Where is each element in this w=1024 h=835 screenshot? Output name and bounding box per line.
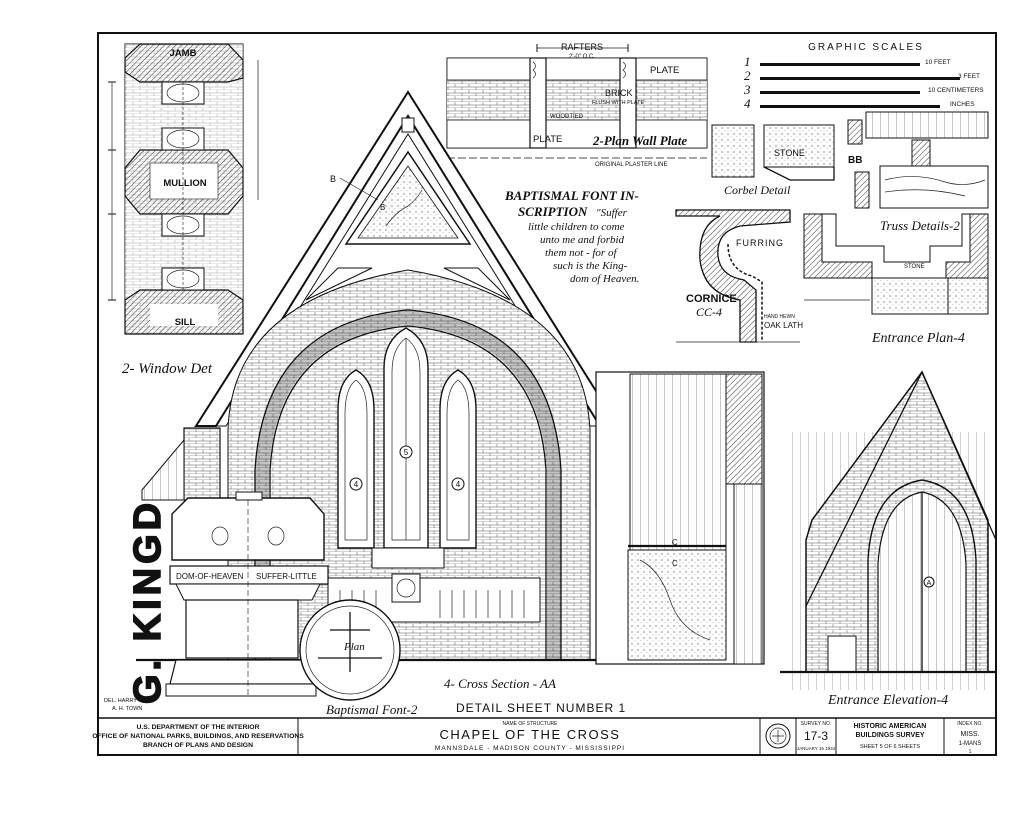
window-5-tag: 5 <box>404 448 409 457</box>
oak-lath-label: OAK LATH <box>764 321 803 330</box>
brick-note: FLUSH WITH PLATE <box>592 100 644 106</box>
rafters-label: RAFTERS <box>561 42 603 52</box>
truss-details-title: Truss Details-2 <box>880 218 960 233</box>
font-band-left: DOM-OF-HEAVEN <box>176 572 244 581</box>
survey-no-label: SURVEY NO. <box>801 721 832 727</box>
entrance-plan: STONE Entrance Plan-4 <box>803 213 989 346</box>
agency-line-3: BRANCH OF PLANS AND DESIGN <box>143 742 253 749</box>
inscription-line-2: little children to come <box>528 221 625 233</box>
plan-wall-plate: RAFTERS 2'-0" O.C. PLATE BRICK FLUSH WIT… <box>446 42 708 168</box>
rafters-spacing: 2'-0" O.C. <box>569 54 595 60</box>
index-line-3: 1 <box>969 749 972 755</box>
index-line-2: 1-MANS <box>959 741 982 747</box>
hand-hewn-label: HAND HEWN <box>764 314 795 320</box>
cornice-detail: FURRING CORNICE CC-4 HAND HEWN OAK LATH <box>675 209 803 343</box>
furring-label: FURRING <box>736 238 784 248</box>
corbel-detail-title: Corbel Detail <box>724 183 791 197</box>
font-inscription: BAPTISMAL FONT IN- SCRIPTION "Suffer lit… <box>504 188 639 285</box>
cornice-label: CORNICE <box>686 293 737 305</box>
inscription-title-1: BAPTISMAL FONT IN- <box>504 188 639 203</box>
chapel-cross-section: 4 5 4 B B <box>136 90 660 662</box>
index-line-1: MISS. <box>960 731 979 738</box>
inscription-line-6: dom of Heaven. <box>570 273 639 285</box>
scale-2-number: 2 <box>744 68 751 83</box>
baptismal-font-title: Baptismal Font-2 <box>326 702 418 717</box>
stone-small-label: STONE <box>904 264 925 270</box>
cross-section-title: 4- Cross Section - AA <box>444 676 556 691</box>
scale-3-number: 3 <box>743 82 751 97</box>
wood-tied-label: WOODTIED <box>550 114 584 120</box>
entrance-plan-title: Entrance Plan-4 <box>871 331 965 346</box>
sill-label: SILL <box>175 317 196 328</box>
window-4b-tag: 4 <box>456 480 461 489</box>
scale-10-feet: 10 FEET <box>925 59 951 66</box>
entrance-elevation: A Entrance Elevation-4 <box>780 370 997 708</box>
index-no-label: INDEX NO. <box>957 721 983 727</box>
scale-4-number: 4 <box>744 96 751 111</box>
inscription-title-2: SCRIPTION <box>518 204 588 219</box>
window-detail-title: 2- Window Det <box>122 361 213 377</box>
jamb-label: JAMB <box>170 48 197 59</box>
window-4a-tag: 4 <box>354 480 359 489</box>
inscription-line-1: "Suffer <box>596 207 628 219</box>
plate-bottom-label: PLATE <box>533 134 562 145</box>
sheet-info: SHEET 5 OF 6 SHEETS <box>860 744 920 750</box>
graphic-scales-title: GRAPHIC SCALES <box>808 42 924 53</box>
baptismal-font: DOM-OF-HEAVEN SUFFER-LITTLE Plan <box>165 491 401 701</box>
vertical-kingd-text: G. KINGD <box>127 499 169 704</box>
graphic-scales: GRAPHIC SCALES 1 2 3 4 10 FEET 3 FEET 10… <box>743 42 984 111</box>
inscription-line-3: unto me and forbid <box>540 234 625 246</box>
entrance-elevation-title: Entrance Elevation-4 <box>827 693 948 708</box>
scale-1-number: 1 <box>744 54 751 69</box>
side-section: C C <box>595 371 765 665</box>
inscription-line-4: them not - for of <box>545 247 618 259</box>
section-c2-marker: C <box>672 559 678 568</box>
section-b2-marker: B <box>380 203 385 212</box>
bb-label: BB <box>848 155 862 166</box>
agency-line-2: OFFICE OF NATIONAL PARKS, BUILDINGS, AND… <box>92 733 304 740</box>
agency-line-1: U.S. DEPARTMENT OF THE INTERIOR <box>137 724 260 731</box>
stone-label: STONE <box>774 148 805 158</box>
survey-no: 17-3 <box>804 729 828 743</box>
original-plaster-line: ORIGINAL PLASTER LINE <box>595 162 667 168</box>
plan-wall-plate-title: 2-Plan Wall Plate <box>592 133 687 148</box>
window-detail: JAMB MULLION SILL 2- Window Det <box>108 43 259 377</box>
corbel-truss-details: STONE BB Corbel Detail Truss Details-2 <box>711 111 989 233</box>
plan-small-label: Plan <box>343 641 365 653</box>
cornice-cc-label: CC-4 <box>696 305 722 319</box>
habs-line-2: BUILDINGS SURVEY <box>855 732 924 739</box>
scale-10-cm: 10 CENTIMETERS <box>928 87 984 94</box>
draftsman-line-2: A. H. TOWN <box>112 706 142 712</box>
draftsman-line-1: DEL. HARRY WEIR <box>104 698 153 704</box>
brick-label: BRICK <box>605 88 633 98</box>
sheet-border <box>97 32 997 756</box>
scale-inches: INCHES <box>950 101 975 108</box>
section-b-marker: B <box>330 174 336 184</box>
section-c-marker: C <box>672 538 678 547</box>
scale-3-feet: 3 FEET <box>958 73 980 80</box>
font-band-right: SUFFER-LITTLE <box>256 572 317 581</box>
entrance-a-tag: A <box>927 580 932 587</box>
structure-location: MANNSDALE - MADISON COUNTY - MISSISSIPPI <box>435 745 625 752</box>
plate-top-label: PLATE <box>650 65 679 76</box>
title-block: U.S. DEPARTMENT OF THE INTERIOR OFFICE O… <box>92 717 996 755</box>
mullion-label: MULLION <box>163 178 206 189</box>
habs-line-1: HISTORIC AMERICAN <box>854 723 927 730</box>
detail-sheet-title: DETAIL SHEET NUMBER 1 <box>456 701 626 715</box>
structure-name-label: NAME OF STRUCTURE <box>503 721 559 727</box>
inscription-line-5: such is the King- <box>553 260 628 272</box>
structure-name: CHAPEL OF THE CROSS <box>440 727 621 742</box>
survey-date: JANUARY 15 1934 <box>797 746 836 751</box>
